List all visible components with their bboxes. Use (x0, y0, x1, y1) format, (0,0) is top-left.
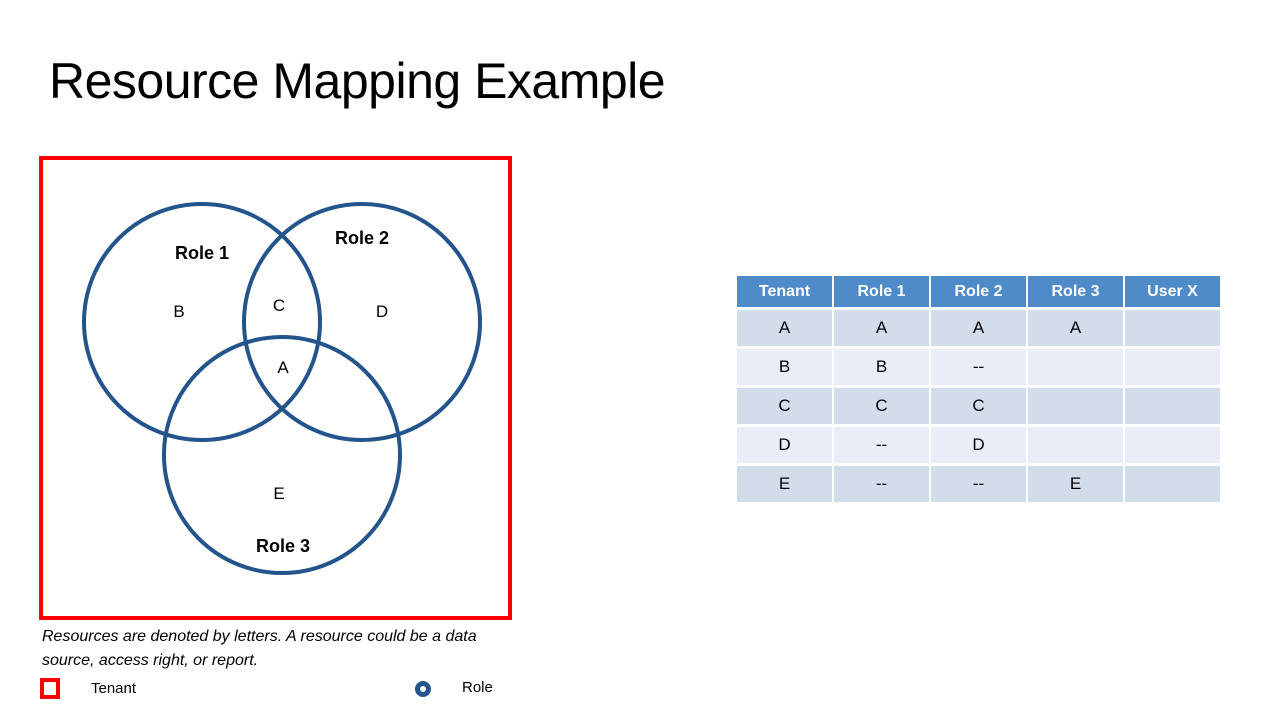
page-title: Resource Mapping Example (49, 53, 666, 109)
table-cell (1125, 466, 1220, 502)
table-row: C C C (737, 388, 1220, 424)
table-cell: D (931, 427, 1026, 463)
header-cell-role2: Role 2 (931, 276, 1026, 307)
table-cell (1125, 388, 1220, 424)
table-cell (1028, 388, 1123, 424)
legend-role-label: Role (462, 679, 493, 696)
role1-label: Role 1 (175, 243, 229, 263)
role-swatch-icon (415, 681, 431, 697)
table-cell (1125, 349, 1220, 385)
table-cell: -- (931, 349, 1026, 385)
role3-label: Role 3 (256, 536, 310, 556)
table-row: B B -- (737, 349, 1220, 385)
resource-a-label: A (277, 358, 289, 377)
diagram-caption: Resources are denoted by letters. A reso… (42, 628, 477, 669)
role1-circle (82, 202, 322, 442)
table-cell: C (737, 388, 832, 424)
role2-label: Role 2 (335, 228, 389, 248)
table-cell: A (834, 310, 929, 346)
resource-d-label: D (376, 302, 388, 321)
resource-c-label: C (273, 296, 285, 315)
legend-tenant-label: Tenant (91, 680, 137, 697)
table-header-row: Tenant Role 1 Role 2 Role 3 User X (737, 276, 1220, 307)
table-cell: -- (834, 466, 929, 502)
table-row: A A A A (737, 310, 1220, 346)
table-cell (1028, 427, 1123, 463)
tenant-swatch-icon (40, 678, 60, 699)
header-cell-tenant: Tenant (737, 276, 832, 307)
resource-mapping-table: Tenant Role 1 Role 2 Role 3 User X A A A… (735, 273, 1222, 505)
table-cell: C (834, 388, 929, 424)
header-cell-userx: User X (1125, 276, 1220, 307)
table-cell (1028, 349, 1123, 385)
table-cell: A (931, 310, 1026, 346)
table-cell: -- (834, 427, 929, 463)
table-row: D -- D (737, 427, 1220, 463)
role-venn-diagram: Role 1 Role 2 Role 3 B C D A E (82, 202, 482, 575)
table-cell (1125, 427, 1220, 463)
resource-b-label: B (173, 302, 184, 321)
table-cell: C (931, 388, 1026, 424)
tenant-boundary-box: Role 1 Role 2 Role 3 B C D A E (39, 156, 512, 620)
table-cell: E (737, 466, 832, 502)
table-row: E -- -- E (737, 466, 1220, 502)
table-cell: B (737, 349, 832, 385)
table-cell: A (737, 310, 832, 346)
table-cell: -- (931, 466, 1026, 502)
table-cell: E (1028, 466, 1123, 502)
table-cell: D (737, 427, 832, 463)
table-cell: B (834, 349, 929, 385)
role2-circle (242, 202, 482, 442)
header-cell-role1: Role 1 (834, 276, 929, 307)
table-cell (1125, 310, 1220, 346)
resource-e-label: E (273, 484, 284, 503)
role3-circle (162, 335, 402, 575)
table-cell: A (1028, 310, 1123, 346)
header-cell-role3: Role 3 (1028, 276, 1123, 307)
